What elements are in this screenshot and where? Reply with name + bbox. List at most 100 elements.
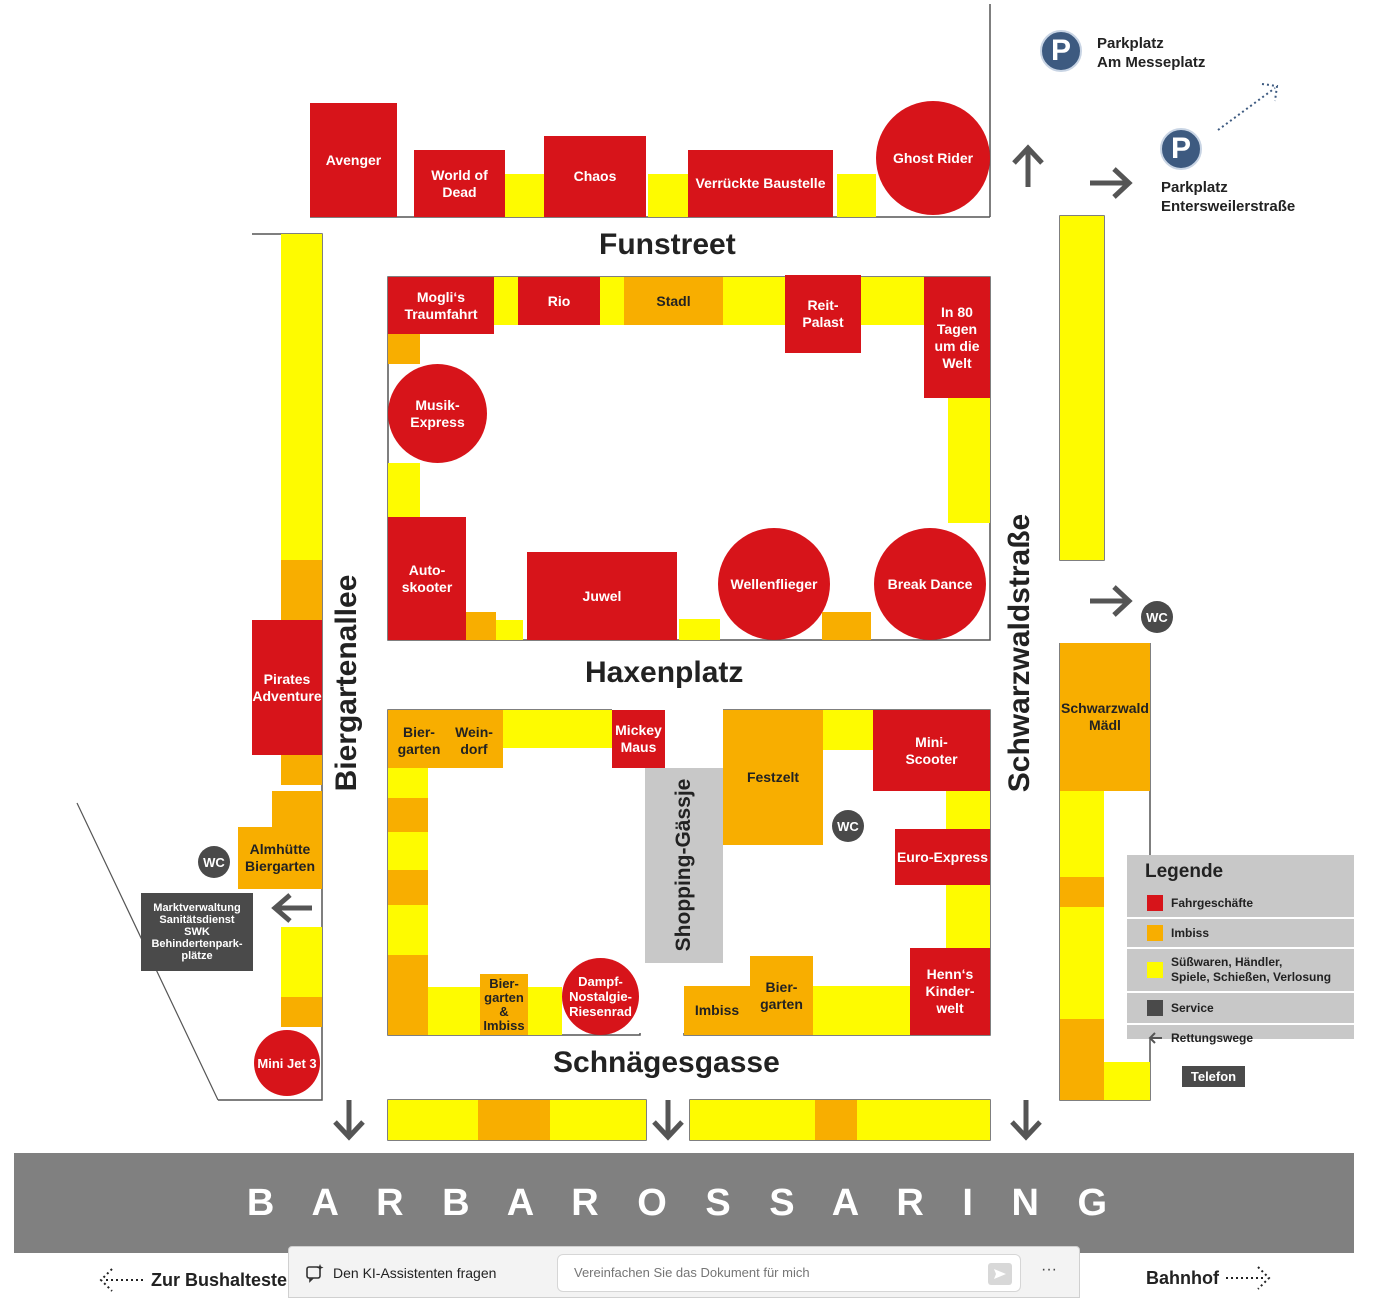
food-stall xyxy=(388,955,428,1035)
street-funstreet: Funstreet xyxy=(599,228,736,261)
sweets-stall xyxy=(679,619,720,640)
parking-icon: P xyxy=(1040,30,1082,72)
legend-item-sweets: Süßwaren, Händler, Spiele, Schießen, Ver… xyxy=(1127,949,1354,993)
food-stall xyxy=(1060,877,1104,907)
ai-assistant-button[interactable]: Den KI-Assistenten fragen xyxy=(305,1263,496,1283)
street-shopping-gaessje: Shopping-Gässje xyxy=(672,778,695,952)
sweets-stall xyxy=(281,927,322,997)
road-barbarossaring: B A R B A R O S S A R I N G xyxy=(14,1153,1354,1253)
sweets-stall xyxy=(813,986,910,1035)
ride-mini-scooter: Mini- Scooter xyxy=(873,710,990,791)
escape-arrow-down-icon xyxy=(331,1098,367,1144)
sweets-stall xyxy=(1060,216,1104,560)
sweets-stall xyxy=(857,1100,990,1140)
legend-swatch xyxy=(1147,962,1163,978)
street-haxenplatz: Haxenplatz xyxy=(585,656,744,689)
legend-title: Legende xyxy=(1145,861,1224,882)
ride-moglis-traumfahrt: Mogli‘s Traumfahrt xyxy=(388,277,494,334)
ai-assistant-bar: Den KI-Assistenten fragen ··· xyxy=(288,1246,1080,1298)
sweets-stall xyxy=(528,987,562,1035)
food-stall xyxy=(272,791,322,827)
ride-chaos: Chaos xyxy=(544,136,646,217)
link-bahnhof: Bahnhof xyxy=(1146,1268,1219,1288)
wc-icon: WC xyxy=(198,846,230,878)
legend-label: Süßwaren, Händler, Spiele, Schießen, Ver… xyxy=(1171,955,1332,984)
food-biergarten: Bier- garten xyxy=(397,724,441,757)
food-biergarten-weindorf-area xyxy=(388,710,503,768)
ride-reit-palast: Reit- Palast xyxy=(785,275,861,353)
more-options-button[interactable]: ··· xyxy=(1041,1261,1057,1278)
parking-icon: P xyxy=(1160,128,1202,170)
food-stall xyxy=(281,755,322,785)
sweets-stall xyxy=(1060,907,1104,1019)
food-stadl: Stadl xyxy=(624,277,723,325)
ride-avenger: Avenger xyxy=(310,103,397,217)
food-schwarzwald-maedl: Schwarzwald Mädl xyxy=(1060,643,1150,791)
wc-icon: WC xyxy=(832,810,864,842)
ride-pirates-adventure: Pirates Adventure xyxy=(252,620,322,755)
service-telefon: Telefon xyxy=(1182,1066,1245,1087)
legend-swatch xyxy=(1147,895,1163,911)
legend-item-rides: Fahrgeschäfte xyxy=(1127,889,1354,919)
food-stall xyxy=(388,798,428,832)
ride-mickey-maus: Mickey Maus xyxy=(612,710,665,768)
sweets-stall xyxy=(428,987,480,1035)
food-stall xyxy=(388,334,420,364)
ride-autoskooter: Auto- skooter xyxy=(388,517,466,640)
sweets-stall xyxy=(388,463,420,517)
sweets-stall xyxy=(823,710,873,750)
ride-world-of-dead: World of Dead xyxy=(414,150,505,217)
ai-prompt-field[interactable] xyxy=(557,1254,1021,1292)
street-biergartenallee: Biergartenallee xyxy=(330,574,363,792)
food-stall xyxy=(466,612,496,640)
ride-break-dance: Break Dance xyxy=(874,528,986,640)
sweets-stall xyxy=(648,174,688,217)
legend-swatch xyxy=(1147,925,1163,941)
sweets-stall xyxy=(1060,791,1104,877)
sweets-stall xyxy=(388,905,428,955)
send-icon[interactable] xyxy=(988,1263,1012,1285)
ride-in-80-tagen: In 80 Tagen um die Welt xyxy=(924,277,990,398)
sweets-stall xyxy=(281,234,322,560)
sweets-stall xyxy=(388,832,428,870)
ai-assistant-label: Den KI-Assistenten fragen xyxy=(333,1265,497,1281)
legend-panel: Legende Fahrgeschäfte Imbiss Süßwaren, H… xyxy=(1127,855,1354,1045)
escape-arrow-left-icon xyxy=(270,892,314,924)
sweets-stall xyxy=(861,277,924,325)
sweets-stall xyxy=(946,885,990,948)
ai-prompt-input[interactable] xyxy=(572,1264,976,1281)
escape-arrow-up-icon xyxy=(1010,141,1046,189)
ride-verrueckte-baustelle: Verrückte Baustelle xyxy=(688,150,833,217)
ride-juwel: Juwel xyxy=(527,552,677,640)
dotted-arrow-right-icon xyxy=(1224,1264,1272,1292)
sweets-stall xyxy=(388,768,428,798)
sweets-stall xyxy=(837,174,876,217)
food-festzelt: Festzelt xyxy=(723,710,823,845)
legend-item-service: Service xyxy=(1127,993,1354,1025)
sweets-stall xyxy=(496,620,523,640)
parking-entersweilerstrasse: Parkplatz Entersweilerstraße xyxy=(1161,179,1296,215)
legend-swatch xyxy=(1147,1000,1163,1016)
parking-am-messeplatz: Parkplatz Am Messeplatz xyxy=(1097,35,1206,71)
ride-rio: Rio xyxy=(518,277,600,325)
food-almhuette-biergarten: Almhütte Biergarten xyxy=(238,827,322,889)
ride-euro-express: Euro-Express xyxy=(895,829,990,885)
sweets-stall xyxy=(1104,1062,1150,1100)
food-imbiss: Imbiss xyxy=(684,986,750,1035)
ride-ghost-rider: Ghost Rider xyxy=(876,101,990,215)
legend-label: Rettungswege xyxy=(1171,1031,1254,1045)
food-stall xyxy=(815,1100,857,1140)
food-weindorf: Wein- dorf xyxy=(455,724,493,757)
escape-arrow-right-icon xyxy=(1088,583,1136,619)
arrow-left-icon xyxy=(1147,1030,1163,1046)
food-biergarten-2: Bier- garten xyxy=(750,956,813,1035)
food-stall xyxy=(281,997,322,1027)
street-schwarzwaldstrasse: Schwarzwaldstraße xyxy=(1003,513,1036,793)
sweets-stall xyxy=(503,710,613,748)
link-zur-bushaltestelle: Zur Bushalteste xyxy=(151,1270,288,1290)
sweets-stall xyxy=(948,398,990,523)
food-stall xyxy=(281,560,322,620)
street-schnaegesgasse: Schnägesgasse xyxy=(553,1046,780,1079)
escape-arrow-right-icon xyxy=(1088,165,1136,201)
food-stall xyxy=(388,870,428,905)
